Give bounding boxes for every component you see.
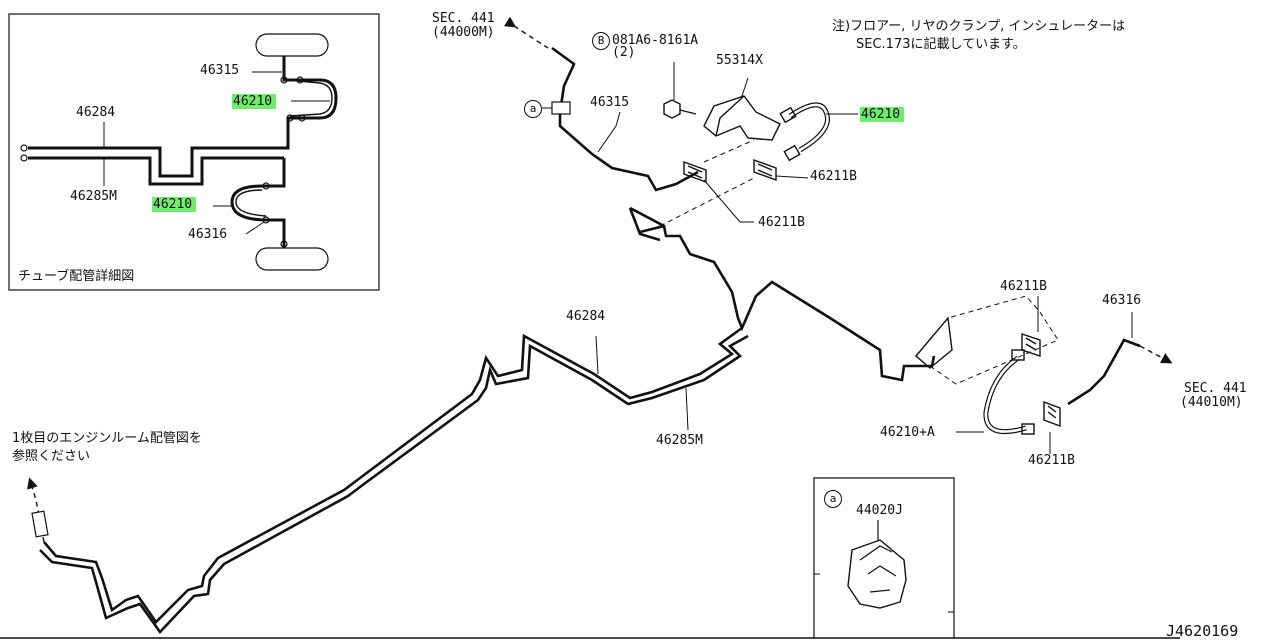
section-reference-right: SEC. 441 [1184, 381, 1247, 396]
part-label: 46285M [656, 433, 703, 448]
part-label: 46211B [1000, 279, 1047, 294]
note-line-2: SEC.173に記載しています。 [856, 37, 1026, 52]
part-label: 46315 [200, 63, 240, 78]
part-label: 46315 [590, 95, 630, 110]
part-label: 46285M [70, 189, 117, 204]
part-label-highlighted: 46210 [860, 107, 905, 122]
diagram-id: J4620169 [1166, 622, 1239, 640]
brake-tube-46315 [503, 16, 699, 192]
bolt-part-label: 081A6-8161A [612, 33, 699, 48]
insulator-detail-box [813, 477, 955, 638]
right-side-hose-and-clips [929, 295, 1173, 454]
part-label: 46316 [188, 227, 228, 242]
part-label: 46211B [810, 169, 857, 184]
part-label-highlighted: 46210 [232, 94, 277, 109]
part-label: 46316 [1102, 293, 1142, 308]
ref-marker-a-detail: a [824, 490, 842, 508]
flexible-hose-46210-upper [779, 102, 858, 162]
section-reference-right-code: (44010M) [1180, 395, 1243, 410]
part-label: 46211B [758, 215, 805, 230]
ref-marker-a: a [524, 100, 542, 118]
clips-46211B-upper [659, 139, 809, 227]
main-brake-tubes-46284-46285M [27, 206, 953, 635]
bolt-and-bracket-55314X [663, 62, 781, 141]
part-label: 46284 [76, 105, 116, 120]
engine-room-note-line-2: 参照ください [12, 449, 91, 464]
part-label: 46284 [566, 309, 606, 324]
part-label: 46210+A [880, 425, 935, 440]
bolt-quantity: (2) [612, 45, 636, 60]
part-label: 55314X [716, 53, 763, 68]
part-label: 44020J [856, 503, 903, 518]
part-label: 46211B [1028, 453, 1075, 468]
inset-caption: チューブ配管詳細図 [18, 269, 135, 284]
note-line-1: 注)フロアー, リヤのクランプ, インシュレーターは [832, 19, 1126, 34]
section-reference-top: SEC. 441 [432, 11, 495, 26]
engine-room-note-line-1: 1枚目のエンジンルーム配管図を [12, 431, 202, 446]
section-reference-top-code: (44000M) [432, 25, 495, 40]
inset-detail-box [8, 13, 380, 291]
part-label-highlighted: 46210 [152, 197, 197, 212]
bolt-marker-b: B [592, 32, 610, 50]
